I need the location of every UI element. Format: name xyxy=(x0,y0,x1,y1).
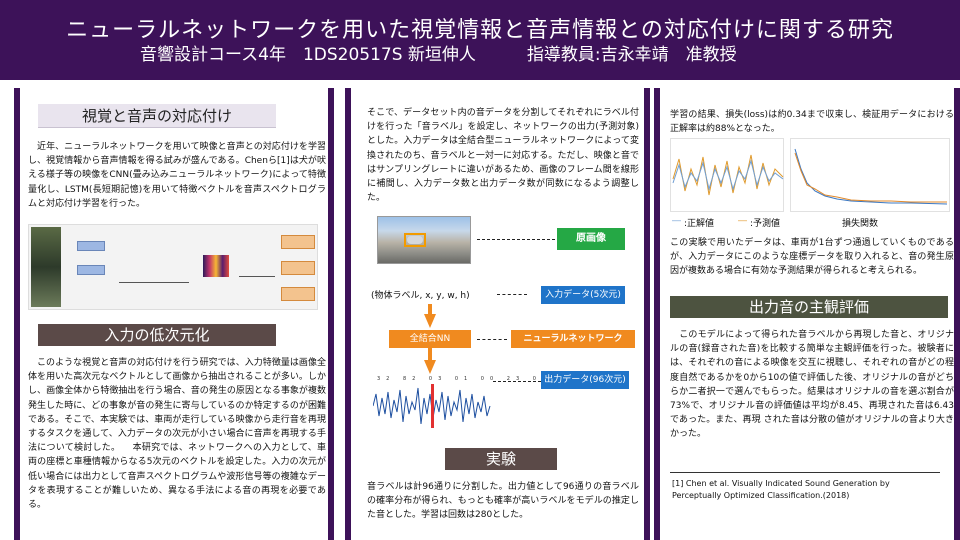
arrow-stem-bottom xyxy=(428,348,432,362)
column-middle: そこで、データセット内の音データを分割してそれぞれにラベル付けを行った「音ラベル… xyxy=(345,88,650,540)
legend-pred-label: :予測値 xyxy=(750,219,781,229)
prediction-chart-svg xyxy=(672,154,784,196)
output-block-2 xyxy=(281,261,315,275)
waveform-plot xyxy=(239,261,275,277)
poster-title: ニューラルネットワークを用いた視覚情報と音声情報との対応付けに関する研究 xyxy=(66,18,894,43)
result-text: 学習の結果、損失(loss)は約0.34まで収束し、検証用データにおける正解率は… xyxy=(670,110,954,135)
result-discussion-text: この実験で用いたデータは、車両が1台ずつ通過していくものであるが、入力データにこ… xyxy=(670,238,954,277)
poster-subtitle: 音響設計コース4年 1DS20517S 新垣伸人 指導教員:吉永幸靖 准教授 xyxy=(140,45,737,65)
original-image-label: 原画像 xyxy=(557,228,625,250)
input-vector-text: (物体ラベル, x, y, w, h) xyxy=(371,291,470,301)
column-left: 視覚と音声の対応付け 近年、ニューラルネットワークを用いて映像と音声との対応付け… xyxy=(14,88,334,540)
poster-header: ニューラルネットワークを用いた視覚情報と音声情報との対応付けに関する研究 音響設… xyxy=(0,0,960,80)
loss-chart-svg xyxy=(794,148,948,205)
evaluation-text: このモデルによって得られた音ラベルから再現した音と、オリジナルの音(録音された音… xyxy=(670,330,954,440)
connector-fc xyxy=(477,339,507,340)
reference-divider xyxy=(670,472,940,473)
connector-vector xyxy=(497,294,527,295)
prediction-chart xyxy=(670,138,784,212)
arrow-down-icon-2 xyxy=(424,360,436,374)
output-block-1 xyxy=(281,235,315,249)
video-frames-thumbnail xyxy=(31,227,61,307)
street-photo xyxy=(377,216,471,264)
section-title-visual-audio: 視覚と音声の対応付け xyxy=(38,104,276,128)
audio-waveform: 32 82 03 01 00 23 04 56 57 66 xyxy=(373,376,623,428)
connector-output xyxy=(493,381,541,382)
section-text-low-dim: このような視覚と音声の対応付けを行う研究では、入力特徴量は画像全体を用いた高次元… xyxy=(28,358,326,511)
legend-true-swatch: ― xyxy=(672,216,681,226)
legend-pred-swatch: ― xyxy=(738,216,747,226)
fc-layer-label: 全結合NN xyxy=(389,330,471,348)
arrow-stem-top xyxy=(428,304,432,316)
column-right: 学習の結果、損失(loss)は約0.34まで収束し、検証用データにおける正解率は… xyxy=(654,88,960,540)
neural-network-label: ニューラルネットワーク xyxy=(511,330,635,348)
method-intro-text: そこで、データセット内の音データを分割してそれぞれにラベル付けを行った「音ラベル… xyxy=(367,108,639,204)
experiment-text: 音ラベルは計96通りに分割した。出力値として96通りの音ラベルの確率分布が得られ… xyxy=(367,482,639,521)
output-data-label: 出力データ(96次元) xyxy=(541,371,629,389)
output-block-3 xyxy=(281,287,315,301)
spectrogram-image xyxy=(203,255,229,277)
frame-marker xyxy=(431,384,434,428)
section-title-experiment: 実験 xyxy=(445,448,557,470)
prediction-plot xyxy=(119,255,189,283)
reference-text: [1] Chen et al. Visually Indicated Sound… xyxy=(672,479,890,500)
car-bounding-box xyxy=(404,233,426,247)
cnn-block xyxy=(77,241,105,251)
section-title-low-dim: 入力の低次元化 xyxy=(38,324,276,346)
car-shape xyxy=(407,236,423,244)
lstm-block xyxy=(77,265,105,275)
connector-image xyxy=(477,239,555,240)
legend-loss-label: 損失関数 xyxy=(842,219,879,229)
arrow-down-icon xyxy=(424,314,436,328)
loss-chart xyxy=(790,138,950,212)
section-title-evaluation: 出力音の主観評価 xyxy=(670,296,948,318)
section-text-visual-audio: 近年、ニューラルネットワークを用いて映像と音声との対応付けを学習し、視覚情報から… xyxy=(28,142,326,209)
input-data-label: 入力データ(5次元) xyxy=(541,286,625,304)
chen-model-figure xyxy=(28,224,318,310)
legend-true-label: :正解値 xyxy=(684,219,715,229)
